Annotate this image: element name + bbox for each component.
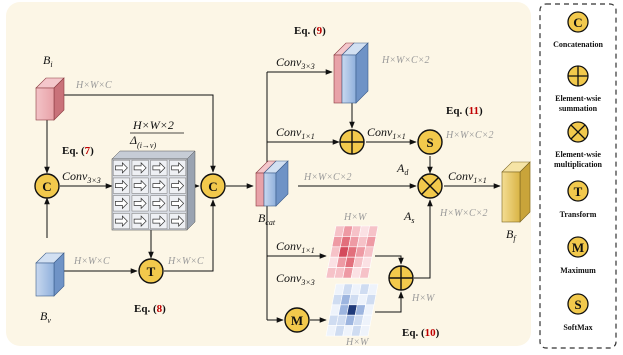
softmax-operator: S [417,129,443,155]
dim-heat-red: H×W [343,212,368,223]
legend-maximum: M Maximum [560,236,596,275]
legend-box [539,3,617,349]
feature-block-conv-top [333,42,369,104]
eq-11-label: Eq. (11) [446,105,483,117]
label-delta-dims: H×W×2 [132,118,174,132]
legend-transform: T Transform [560,180,597,219]
summation-operator-2 [388,265,414,291]
svg-text:S: S [426,135,433,150]
grid-arrow-icon [133,215,147,227]
grid-arrow-icon [152,162,166,174]
legend-concatenation: C Concatenation [553,11,603,49]
conv-label-left: Conv3×3 [62,169,101,185]
grid-arrow-icon [115,179,128,192]
label-delta: Δ(i→v) [129,133,156,150]
svg-text:M: M [572,240,584,255]
heatmap-cell [367,283,379,295]
feature-block-bcat [255,160,289,207]
heatmap-cell [367,225,379,237]
attention-heatmap-blue [325,283,379,337]
svg-text:multiplication: multiplication [554,160,603,169]
heatmap-cell [359,267,371,279]
heatmap-cell [365,294,377,306]
displacement-grid [111,150,196,231]
grid-arrow-icon [133,179,147,192]
eq-9-label: Eq. (9) [294,25,326,37]
grid-arrow-icon [115,197,128,210]
svg-text:S: S [574,297,581,312]
label-bf: Bf [506,227,517,243]
grid-arrow-icon [115,162,128,174]
conv-label-top: Conv3×3 [276,55,315,71]
grid-arrow-icon [171,215,185,227]
svg-text:SoftMax: SoftMax [563,323,592,332]
feature-block-bf [501,161,531,223]
svg-text:T: T [147,264,156,279]
dim-bv: H×W×C [73,256,110,267]
grid-arrow-icon [133,162,147,174]
svg-text:C: C [208,179,217,194]
dim-transform: H×W×C [167,256,204,267]
conv-label-branch: Conv1×1 [276,125,315,141]
conv-label-out: Conv1×1 [448,169,487,185]
svg-text:C: C [573,15,582,30]
attention-heatmap-red [325,225,379,279]
multiplication-operator [417,173,443,199]
label-bv: Bv [40,309,51,325]
svg-text:C: C [42,179,51,194]
grid-arrow-icon [152,215,166,227]
grid-arrow-icon [171,179,185,192]
label-bi: Bi [43,53,53,69]
dim-bcat: H×W×C×2 [303,172,351,183]
concat-operator-1: C [34,173,60,199]
svg-text:Transform: Transform [560,210,597,219]
label-bcat: Bcat [258,211,276,227]
svg-text:Maximum: Maximum [560,266,596,275]
conv-label-mid: Conv1×1 [367,125,406,141]
maximum-operator: M [284,307,310,333]
svg-text:Concatenation: Concatenation [553,40,603,49]
legend-multiplication: Element-wsie multiplication [554,121,603,169]
dim-sum2: H×W [411,293,436,304]
feature-block-bi [35,77,65,121]
heatmap-cell [365,236,377,248]
connection-wires [44,69,501,323]
eq-8-label: Eq. (8) [134,303,166,315]
conv-label-low2: Conv3×3 [276,271,315,287]
dim-conv-top: H×W×C×2 [381,55,429,66]
label-as: As [403,209,414,225]
summation-operator-1 [339,129,365,155]
legend-summation: Element-wsie summation [555,65,601,113]
feature-block-bv [35,252,65,297]
svg-text:M: M [291,313,303,328]
grid-arrow-icon [171,197,185,210]
heatmap-cell [361,314,373,326]
eq-10-label: Eq. (10) [402,327,440,339]
heatmap-cell [363,304,375,316]
grid-arrow-icon [115,215,128,227]
heatmap-cell [361,256,373,268]
heatmap-cell [359,325,371,337]
dim-softmax: H×W×C×2 [445,130,493,141]
grid-arrow-icon [152,179,166,192]
grid-arrow-icon [133,197,147,210]
svg-text:summation: summation [559,104,598,113]
heatmap-cell [363,246,375,258]
grid-arrow-icon [171,162,185,174]
label-ad: Ad [396,161,409,177]
dim-bi: H×W×C [75,80,112,91]
dim-heat-blue: H×W [345,337,370,348]
legend-softmax: S SoftMax [563,293,593,332]
svg-text:Element-wsie: Element-wsie [555,94,601,103]
dim-output: H×W×C×2 [439,208,487,219]
concat-operator-2: C [200,173,226,199]
svg-text:T: T [574,184,583,199]
eq-7-label: Eq. (7) [62,145,94,157]
grid-arrow-icon [152,197,166,210]
conv-label-low1: Conv1×1 [276,239,315,255]
transform-operator: T [138,258,164,284]
svg-text:Element-wsie: Element-wsie [555,150,601,159]
